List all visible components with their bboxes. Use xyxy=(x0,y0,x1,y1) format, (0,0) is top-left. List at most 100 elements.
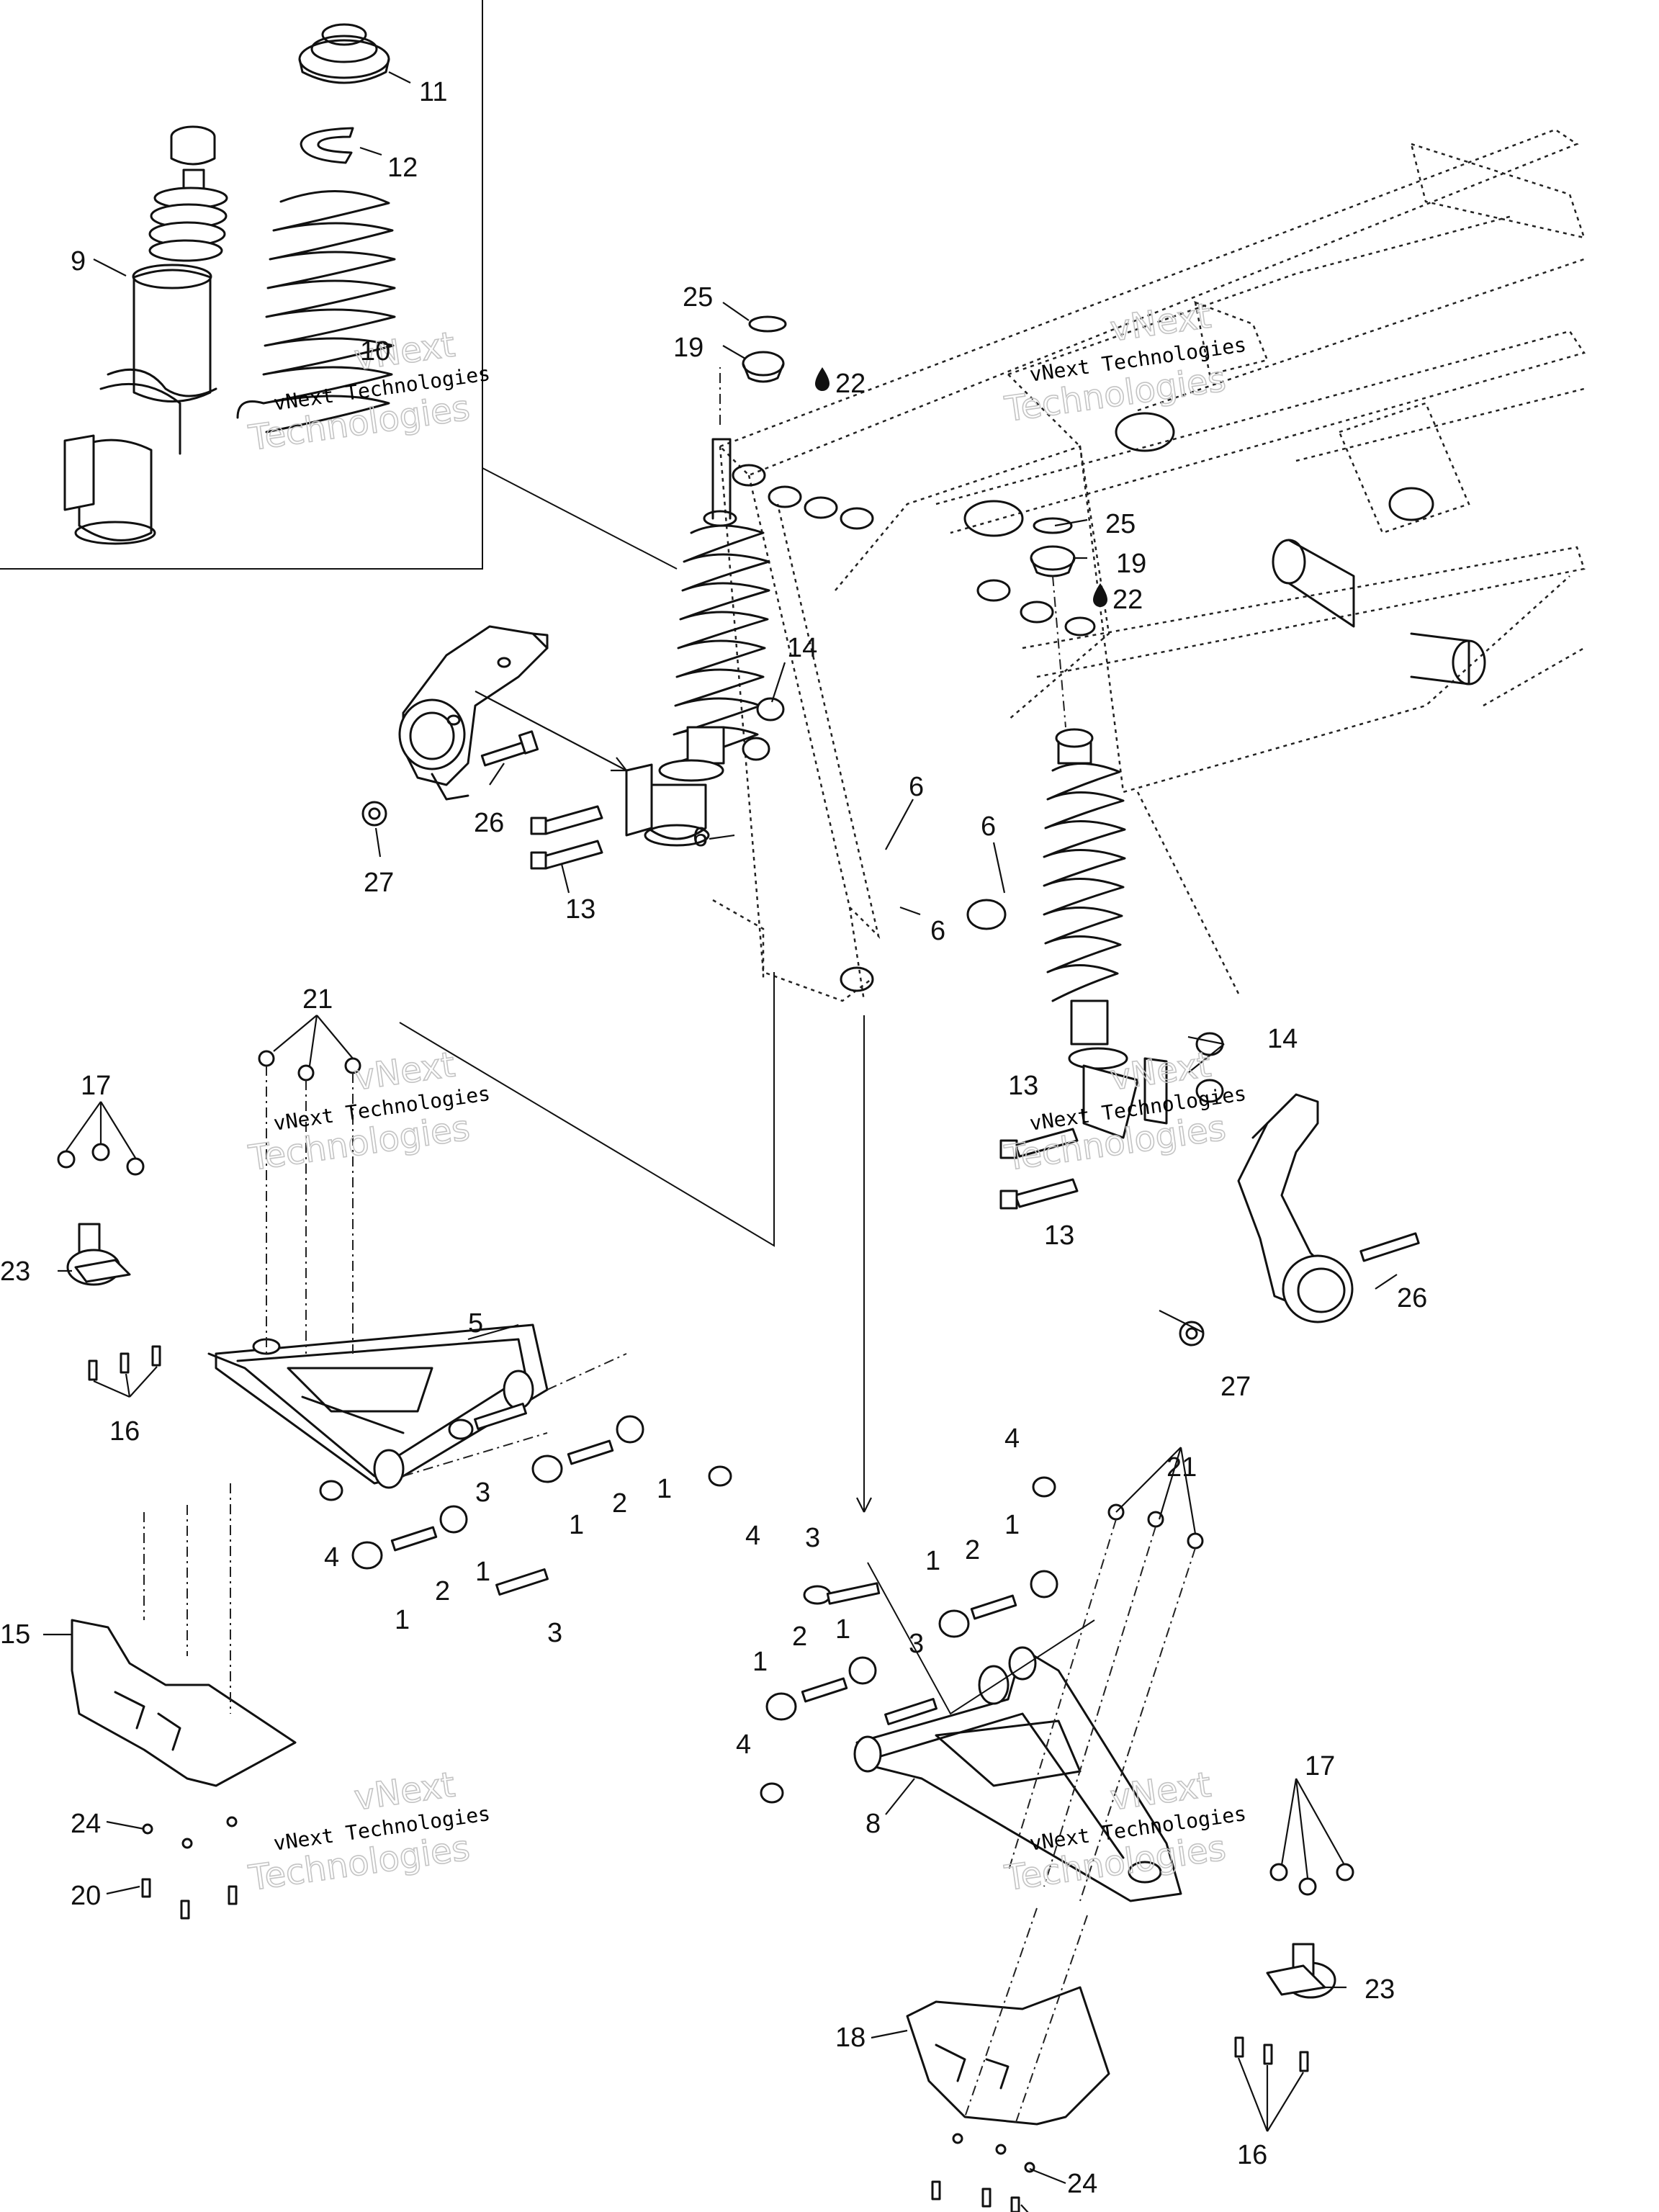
callout-3a: 3 xyxy=(475,1478,490,1508)
callout-3d: 3 xyxy=(909,1629,924,1659)
callout-19b: 19 xyxy=(1116,549,1146,579)
callout-6d: 6 xyxy=(930,916,945,946)
callout-2a: 2 xyxy=(612,1488,627,1519)
skid-plate-right xyxy=(906,1907,1110,2212)
knuckle-right xyxy=(1237,1093,1354,1323)
callout-16b: 16 xyxy=(1237,2140,1267,2170)
callout-1f: 1 xyxy=(1004,1510,1020,1540)
callout-6b: 6 xyxy=(909,772,924,802)
oil-drop-icon-2 xyxy=(1093,583,1107,607)
right-shock-assembly xyxy=(1030,517,1168,1139)
top-bushing-left xyxy=(742,315,787,383)
callout-1d: 1 xyxy=(395,1605,410,1635)
watermark-6: vNext vNext Technologies Technologies xyxy=(1002,1764,1248,1899)
inset-box xyxy=(0,0,678,570)
callout-3c: 3 xyxy=(805,1523,820,1553)
spring-seat xyxy=(298,23,390,84)
nuts-17-left xyxy=(57,1143,145,1176)
callout-1h: 1 xyxy=(835,1614,850,1645)
callout-26a: 26 xyxy=(474,808,504,838)
shock-absorber-inset xyxy=(63,125,228,545)
callout-1c: 1 xyxy=(475,1557,490,1587)
callout-9: 9 xyxy=(71,246,86,276)
callout-22b: 22 xyxy=(1112,585,1143,615)
nut-27-right xyxy=(1179,1321,1205,1346)
watermark-3: vNext vNext Technologies Technologies xyxy=(246,1044,492,1179)
callout-15: 15 xyxy=(0,1619,30,1650)
callout-16a: 16 xyxy=(109,1416,140,1447)
callout-2b: 2 xyxy=(435,1576,450,1606)
leader-lines xyxy=(43,71,1398,2212)
nut-14-left xyxy=(742,697,785,761)
callout-2d: 2 xyxy=(792,1622,807,1652)
ball-joint-right xyxy=(1266,1943,1336,1999)
callout-27a: 27 xyxy=(364,868,394,898)
callout-2c: 2 xyxy=(965,1535,980,1565)
callout-21a: 21 xyxy=(302,984,333,1015)
callout-1e: 1 xyxy=(925,1546,940,1576)
callout-26b: 26 xyxy=(1397,1283,1427,1313)
a-arm-left xyxy=(207,1323,627,1489)
callout-23b: 23 xyxy=(1364,1974,1395,2005)
callout-4a: 4 xyxy=(745,1521,760,1551)
callout-1a: 1 xyxy=(569,1510,584,1540)
callout-10: 10 xyxy=(360,336,390,367)
callout-17b: 17 xyxy=(1305,1751,1335,1781)
bolts-16-left xyxy=(88,1345,161,1381)
callout-4b: 4 xyxy=(324,1542,339,1573)
bolt-26-right xyxy=(1359,1232,1420,1262)
callout-labels: 11 12 9 10 25 19 22 25 19 22 14 26 27 13… xyxy=(0,77,1427,2199)
watermark-4: vNext vNext Technologies Technologies xyxy=(1002,1044,1248,1179)
callout-18: 18 xyxy=(835,2023,866,2053)
callout-21b: 21 xyxy=(1166,1452,1197,1483)
callout-4c: 4 xyxy=(1004,1424,1020,1454)
callout-13c: 13 xyxy=(1044,1220,1074,1251)
skid-plate-left xyxy=(71,1483,297,1920)
callout-22a: 22 xyxy=(835,369,866,399)
assembly-leaders xyxy=(399,972,872,1513)
nut-27-left xyxy=(361,801,387,827)
bushings-left xyxy=(319,1403,732,1596)
callout-24b: 24 xyxy=(1067,2169,1097,2199)
knuckle-left xyxy=(398,625,627,801)
callout-14b: 14 xyxy=(1267,1024,1298,1054)
callout-13b: 13 xyxy=(1008,1071,1038,1101)
coil-spring-inset xyxy=(236,190,396,433)
ball-joint-left xyxy=(66,1223,131,1286)
callout-11: 11 xyxy=(419,77,447,107)
watermark-5: vNext vNext Technologies Technologies xyxy=(246,1764,492,1899)
bolt-13-right xyxy=(999,1128,1079,1210)
bushings-right xyxy=(760,1476,1095,1804)
a-arm-right xyxy=(853,1646,1182,1902)
callout-5: 5 xyxy=(468,1308,483,1339)
callout-24a: 24 xyxy=(71,1809,101,1839)
callout-6a: 6 xyxy=(693,822,708,853)
left-shock-assembly xyxy=(625,367,770,847)
watermark-2: vNext vNext Technologies Technologies xyxy=(1002,295,1248,431)
oil-drop-icon xyxy=(815,367,830,391)
callout-1b: 1 xyxy=(657,1474,672,1504)
callout-20a: 20 xyxy=(71,1881,101,1911)
callout-14a: 14 xyxy=(787,633,817,663)
callout-4d: 4 xyxy=(736,1730,751,1760)
nuts-17-right xyxy=(1269,1863,1354,1896)
callout-17a: 17 xyxy=(81,1071,111,1101)
callout-23a: 23 xyxy=(0,1256,30,1287)
callout-12: 12 xyxy=(387,153,418,183)
bolts-16-right xyxy=(1234,2036,1309,2072)
callout-13a: 13 xyxy=(565,894,595,925)
callout-19a: 19 xyxy=(673,333,703,363)
callout-6c: 6 xyxy=(981,811,996,842)
callout-27b: 27 xyxy=(1220,1372,1251,1402)
bolt-26-left xyxy=(480,730,539,767)
nuts-21-left xyxy=(258,1050,361,1354)
vehicle-frame xyxy=(712,128,1586,1002)
callout-1g: 1 xyxy=(752,1647,768,1677)
callout-25a: 25 xyxy=(683,282,713,313)
bolt-13-left xyxy=(530,805,603,870)
retaining-clip xyxy=(300,127,354,164)
callout-25b: 25 xyxy=(1105,509,1136,539)
callout-8: 8 xyxy=(866,1809,881,1839)
callout-3b: 3 xyxy=(547,1618,562,1648)
